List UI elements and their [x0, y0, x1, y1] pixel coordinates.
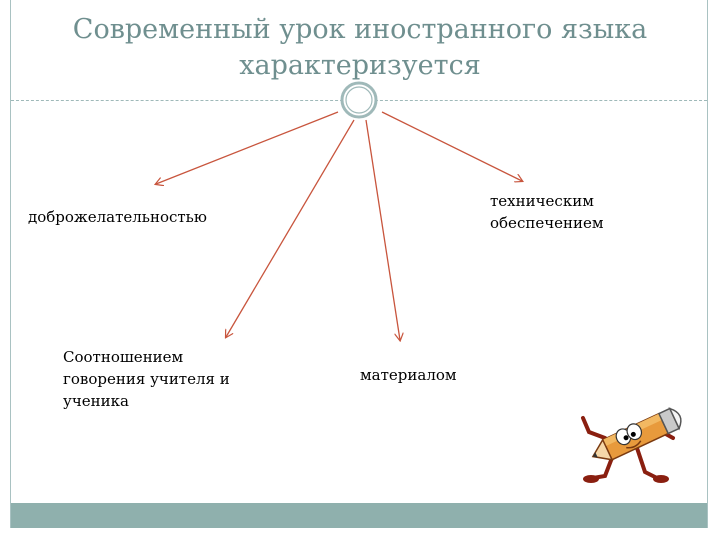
node-talk-ratio: Соотношением говорения учителя и ученика: [63, 348, 230, 410]
arrow-to-node-2: [226, 119, 355, 337]
node-technical: техническим обеспечением: [490, 192, 604, 232]
arrow-to-node-3: [365, 119, 400, 340]
circle-hub-icon: [340, 81, 378, 119]
arrow-to-node-4: [381, 111, 522, 181]
slide-frame: [10, 0, 708, 528]
footer-accent-bar: [11, 503, 707, 528]
pencil-character-icon: [581, 407, 682, 483]
node-material: материалом: [360, 366, 457, 384]
slide-title: Современный урок иностранного языка хара…: [72, 14, 648, 81]
node-goodwill: доброжелательностью: [28, 208, 207, 226]
arrow-to-node-1: [156, 111, 339, 184]
